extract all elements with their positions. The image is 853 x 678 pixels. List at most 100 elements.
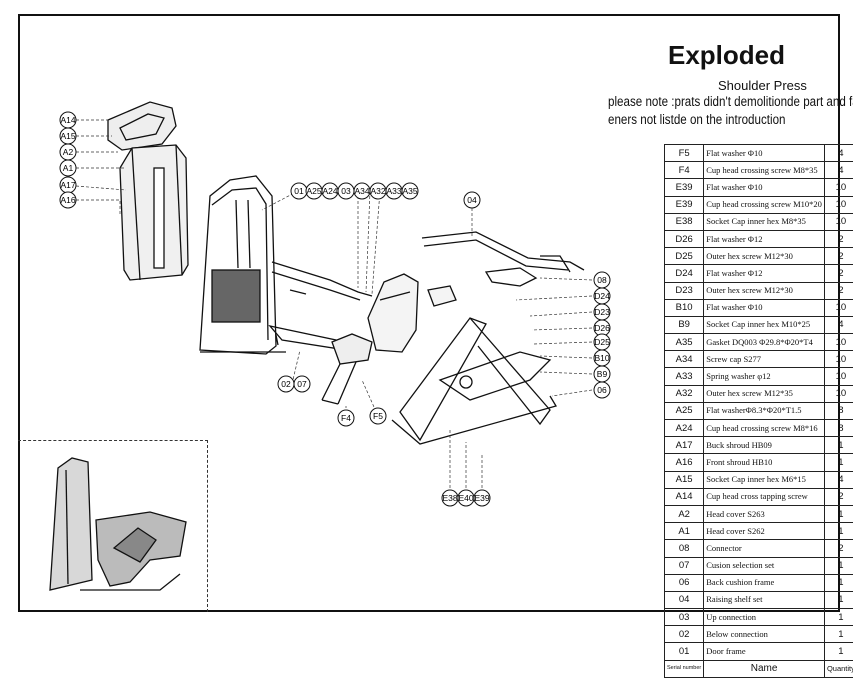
- quantity-cell: 1: [824, 574, 853, 591]
- name-cell: Gasket DQ003 Φ29.8*Φ20*T4: [704, 334, 825, 351]
- svg-text:01: 01: [294, 186, 304, 196]
- quantity-cell: 8: [824, 420, 853, 437]
- svg-text:F5: F5: [373, 411, 383, 421]
- quantity-cell: 10: [824, 196, 853, 213]
- svg-text:A17: A17: [60, 180, 75, 190]
- svg-text:E40: E40: [458, 493, 473, 503]
- serial-cell: A35: [665, 334, 704, 351]
- callout-03: 03: [338, 183, 354, 199]
- name-cell: Cup head cross tapping screw: [704, 488, 825, 505]
- quantity-cell: 10: [824, 213, 853, 230]
- serial-cell: 03: [665, 609, 704, 626]
- name-cell: Buck shroud HB09: [704, 437, 825, 454]
- callout-02: 02: [278, 376, 294, 392]
- serial-cell: D26: [665, 230, 704, 247]
- quantity-cell: 10: [824, 299, 853, 316]
- callout-a32: A32: [370, 183, 386, 199]
- quantity-cell: 4: [824, 162, 853, 179]
- name-cell: Socket Cap inner hex M6*15: [704, 471, 825, 488]
- quantity-cell: 1: [824, 437, 853, 454]
- svg-text:06: 06: [597, 385, 607, 395]
- serial-cell: E39: [665, 179, 704, 196]
- serial-cell: A24: [665, 420, 704, 437]
- serial-cell: F5: [665, 145, 704, 162]
- serial-cell: A34: [665, 351, 704, 368]
- shroud-drawing: [120, 145, 188, 280]
- quantity-cell: 4: [824, 471, 853, 488]
- svg-text:B9: B9: [597, 369, 608, 379]
- quantity-cell: 8: [824, 402, 853, 419]
- svg-text:A14: A14: [60, 115, 75, 125]
- svg-text:E39: E39: [474, 493, 489, 503]
- callout-e39: E39: [474, 490, 490, 506]
- name-cell: Flat washer Φ12: [704, 265, 825, 282]
- serial-cell: A17: [665, 437, 704, 454]
- quantity-cell: 2: [824, 282, 853, 299]
- name-cell: Spring washer φ12: [704, 368, 825, 385]
- name-cell: Flat washer Φ10: [704, 145, 825, 162]
- callout-04: 04: [464, 192, 480, 208]
- callout-a35: A35: [402, 183, 418, 199]
- name-cell: Back cushion frame: [704, 574, 825, 591]
- svg-text:A25: A25: [306, 186, 321, 196]
- serial-cell: B10: [665, 299, 704, 316]
- name-cell: Flat washer Φ10: [704, 299, 825, 316]
- name-cell: Cup head crossing screw M8*35: [704, 162, 825, 179]
- callout-a25: A25: [306, 183, 322, 199]
- inset-view-frame: [18, 440, 208, 612]
- header-serial: Serial number: [665, 660, 704, 677]
- name-cell: Door frame: [704, 643, 825, 660]
- serial-cell: 07: [665, 557, 704, 574]
- callout-d23: D23: [594, 304, 610, 320]
- svg-text:08: 08: [597, 275, 607, 285]
- callout-a24: A24: [322, 183, 338, 199]
- name-cell: Socket Cap inner hex M10*25: [704, 316, 825, 333]
- serial-cell: F4: [665, 162, 704, 179]
- quantity-cell: 2: [824, 248, 853, 265]
- quantity-cell: 1: [824, 454, 853, 471]
- callout-a33: A33: [386, 183, 402, 199]
- serial-cell: 04: [665, 591, 704, 608]
- up-connection-drawing: [272, 262, 372, 300]
- callout-a14: A14: [60, 112, 76, 128]
- quantity-cell: 2: [824, 488, 853, 505]
- header-name: Name: [704, 660, 825, 677]
- header-quantity: Quantity: [824, 660, 853, 677]
- serial-cell: 06: [665, 574, 704, 591]
- callout-d24: D24: [594, 288, 610, 304]
- callout-b10: B10: [594, 350, 610, 366]
- quantity-cell: 1: [824, 609, 853, 626]
- name-cell: Cusion selection set: [704, 557, 825, 574]
- callout-a34: A34: [354, 183, 370, 199]
- quantity-cell: 1: [824, 626, 853, 643]
- callout-a1: A1: [60, 160, 76, 176]
- name-cell: Connector: [704, 540, 825, 557]
- svg-text:F4: F4: [341, 413, 351, 423]
- callout-e38: E38: [442, 490, 458, 506]
- name-cell: Head cover S262: [704, 523, 825, 540]
- quantity-cell: 10: [824, 385, 853, 402]
- callout-b9: B9: [594, 366, 610, 382]
- callout-f5: F5: [370, 408, 386, 424]
- svg-text:E38: E38: [442, 493, 457, 503]
- serial-cell: 08: [665, 540, 704, 557]
- svg-text:D23: D23: [594, 307, 610, 317]
- quantity-cell: 10: [824, 179, 853, 196]
- svg-text:A34: A34: [354, 186, 369, 196]
- svg-text:A16: A16: [60, 195, 75, 205]
- quantity-cell: 10: [824, 334, 853, 351]
- seat-drawing: [322, 334, 372, 404]
- svg-text:A15: A15: [60, 131, 75, 141]
- svg-text:A32: A32: [370, 186, 385, 196]
